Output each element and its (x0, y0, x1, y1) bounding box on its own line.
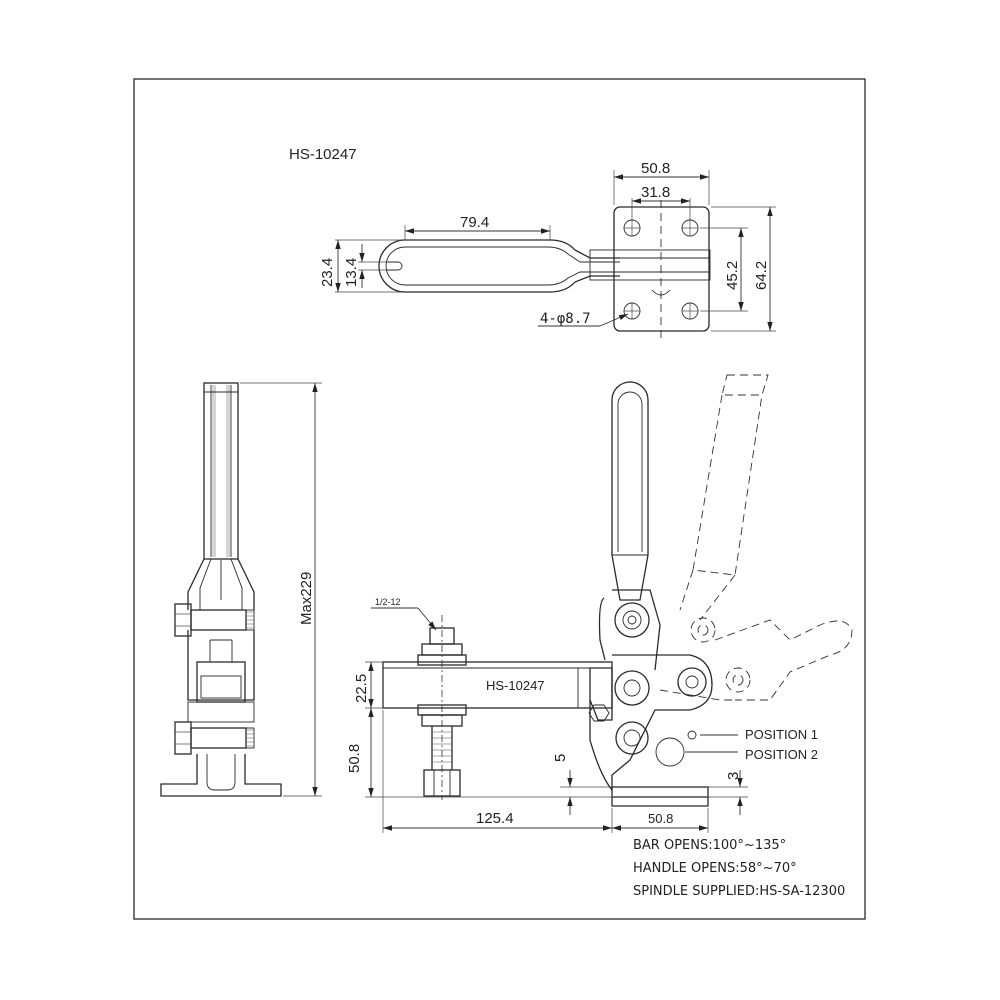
dim-outer-width: 23.4 (319, 258, 336, 287)
note-bar-opens: BAR OPENS:100°~135° (633, 838, 786, 853)
position-2-label: POSITION 2 (745, 747, 818, 762)
dim-overall-height: 64.2 (753, 261, 770, 290)
position-1-label: POSITION 1 (745, 727, 818, 742)
mount-hole (623, 302, 641, 320)
dim-reach: 125.4 (476, 810, 514, 827)
dim-bar-height: 22.5 (353, 674, 370, 703)
top-view: 50.8 31.8 79.4 23.4 13.4 45.2 64.2 4-φ8.… (319, 160, 776, 338)
page-title: HS-10247 (289, 146, 357, 163)
dim-spindle-height: 50.8 (346, 744, 363, 773)
side-view: Max229 (160, 382, 322, 797)
dim-inner-width: 13.4 (343, 258, 360, 287)
dim-base-length: 50.8 (648, 811, 673, 826)
dim-hole-spacing-x: 31.8 (641, 184, 670, 201)
dim-gap: 5 (552, 754, 569, 762)
note-spindle-supplied: SPINDLE SUPPLIED:HS-SA-12300 (633, 884, 845, 899)
bar-label: HS-10247 (486, 678, 545, 693)
dim-hole-spacing-y: 45.2 (724, 261, 741, 290)
dim-base-thickness: 3 (725, 772, 742, 780)
dim-overall-width: 50.8 (641, 160, 670, 177)
drawing-frame (133, 78, 866, 920)
dim-max-height: Max229 (298, 572, 315, 625)
dim-handle-length: 79.4 (460, 214, 489, 231)
mount-hole (623, 219, 641, 237)
note-handle-opens: HANDLE OPENS:58°~70° (633, 861, 797, 876)
mount-hole (681, 302, 699, 320)
front-view: HS-10247 1/2-12 22.5 50.8 5 (346, 374, 853, 833)
thread-label: 1/2-12 (375, 597, 401, 607)
spec-notes: BAR OPENS:100°~135° HANDLE OPENS:58°~70°… (633, 838, 845, 899)
open-position-outline (659, 374, 853, 701)
dim-holes: 4-φ8.7 (540, 311, 591, 327)
mount-hole (681, 219, 699, 237)
